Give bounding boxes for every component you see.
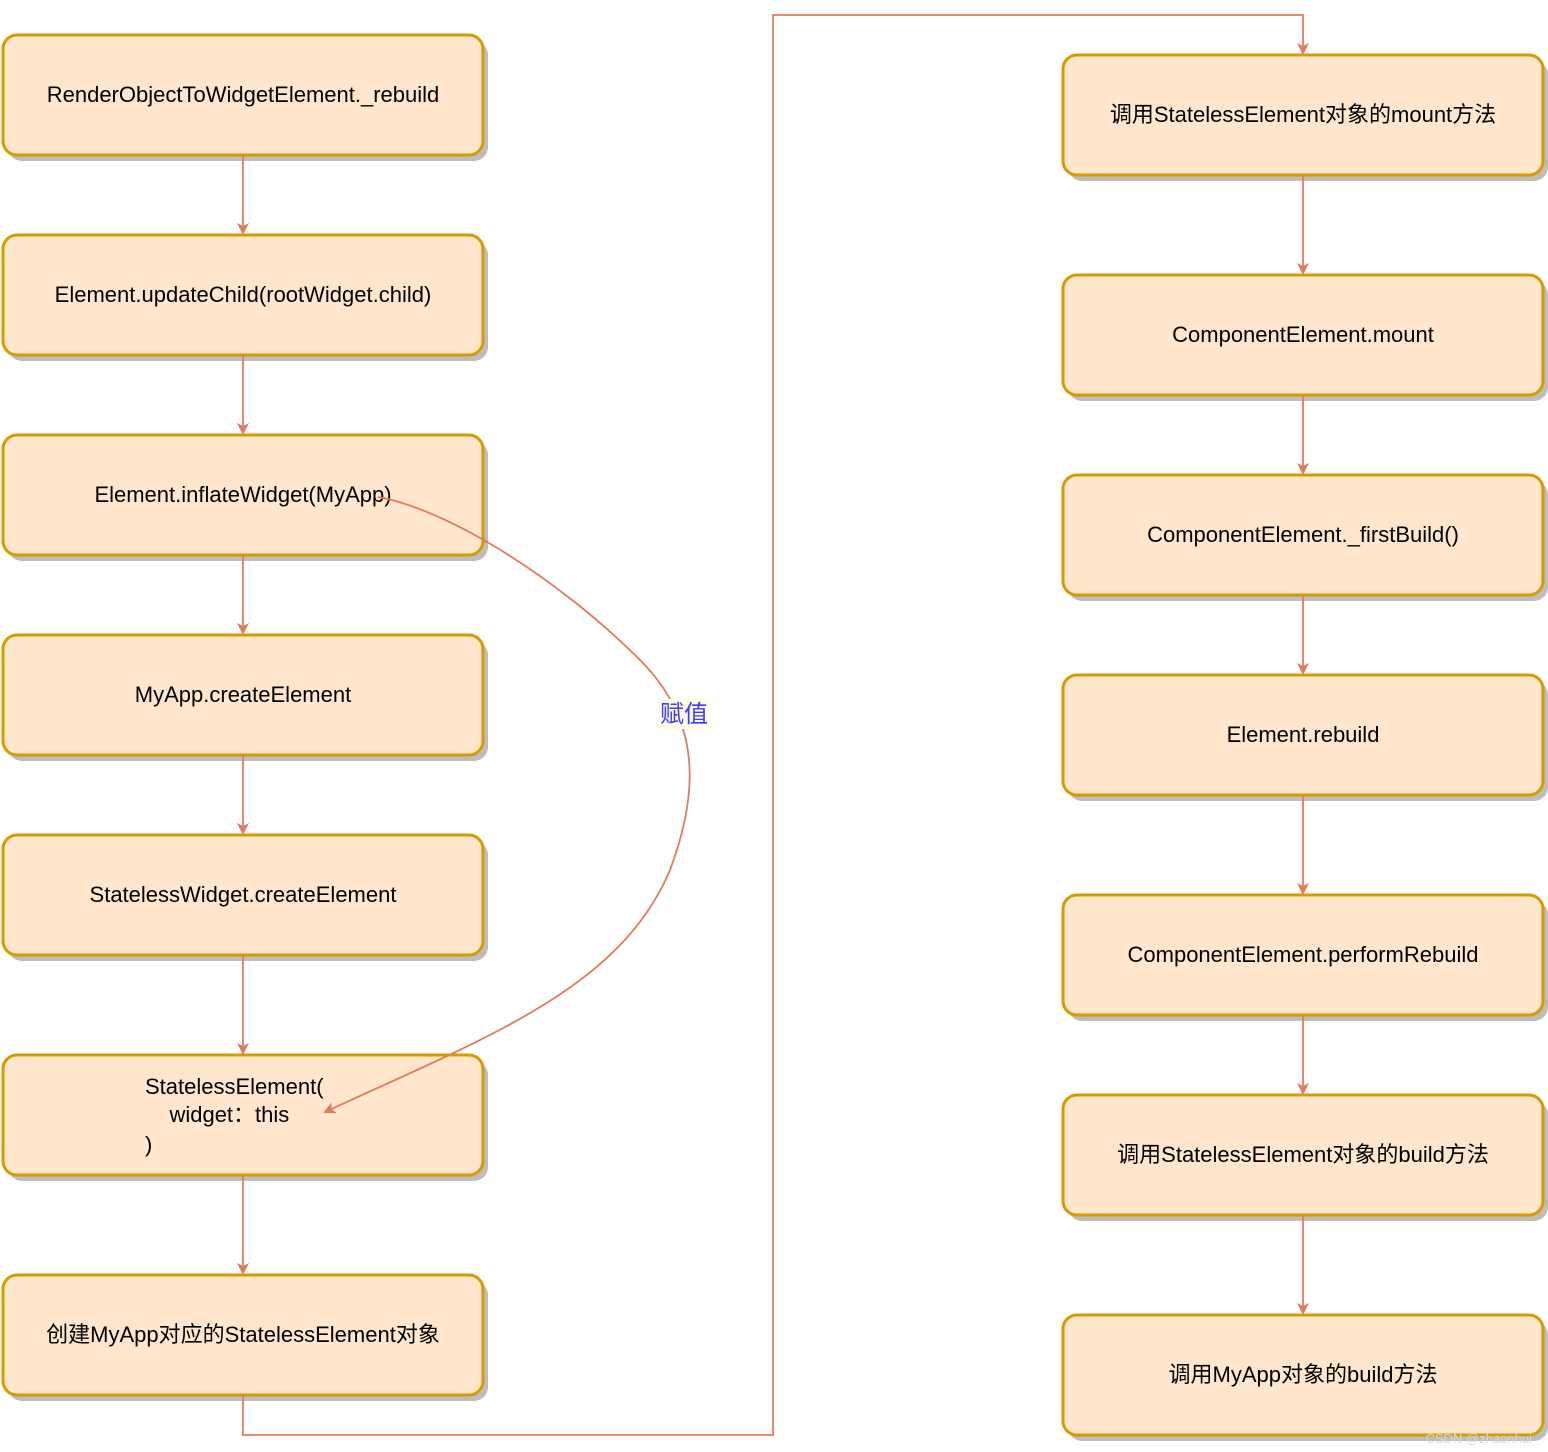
node-n5[interactable]	[1, 833, 485, 957]
node-n12[interactable]	[1061, 893, 1545, 1017]
node-n9[interactable]	[1061, 273, 1545, 397]
node-n9-label: ComponentElement.mount	[1172, 322, 1434, 347]
node-n4-label: MyApp.createElement	[135, 682, 351, 707]
node-n13-label: 调用StatelessElement对象的build方法	[1117, 1142, 1489, 1167]
watermark: CSDN @zhaonhui	[1425, 1431, 1532, 1446]
node-n5-label: StatelessWidget.createElement	[90, 882, 397, 907]
edge-n3-n6	[323, 496, 691, 1114]
node-labels: RenderObjectToWidgetElement._rebuild Ele…	[46, 82, 1496, 1387]
node-n10-label: ComponentElement._firstBuild()	[1147, 522, 1459, 547]
node-n6-label-line2: widget：this	[145, 1102, 289, 1127]
edge-label-bg	[659, 699, 709, 729]
node-n6-label-line1: StatelessElement(	[145, 1074, 324, 1099]
node-n3[interactable]	[1, 433, 485, 557]
nodes	[1, 33, 1545, 1437]
node-n8-label: 调用StatelessElement对象的mount方法	[1110, 102, 1496, 127]
node-n7[interactable]	[1, 1273, 485, 1397]
edge-n7-n8	[242, 14, 1309, 1436]
node-n12-label: ComponentElement.performRebuild	[1128, 942, 1479, 967]
node-n6-label-line3: )	[145, 1132, 152, 1157]
node-n1-label: RenderObjectToWidgetElement._rebuild	[47, 82, 440, 107]
node-n11[interactable]	[1061, 673, 1545, 797]
edges	[237, 14, 1309, 1436]
node-n14[interactable]	[1061, 1313, 1545, 1437]
node-n3-label: Element.inflateWidget(MyApp)	[94, 482, 391, 507]
node-n2-label: Element.updateChild(rootWidget.child)	[55, 282, 432, 307]
node-n13[interactable]	[1061, 1093, 1545, 1217]
assignment-edge: 赋值	[323, 496, 709, 1114]
edge-label-assign: 赋值	[660, 700, 708, 728]
node-n2[interactable]	[1, 233, 485, 357]
node-n11-label: Element.rebuild	[1227, 722, 1380, 747]
node-n14-label: 调用MyApp对象的build方法	[1169, 1362, 1438, 1387]
node-n4[interactable]	[1, 633, 485, 757]
node-n7-label: 创建MyApp对应的StatelessElement对象	[46, 1322, 440, 1347]
node-n1[interactable]	[1, 33, 485, 157]
node-n10[interactable]	[1061, 473, 1545, 597]
node-n8[interactable]	[1061, 53, 1545, 177]
node-n6[interactable]	[1, 1053, 485, 1177]
